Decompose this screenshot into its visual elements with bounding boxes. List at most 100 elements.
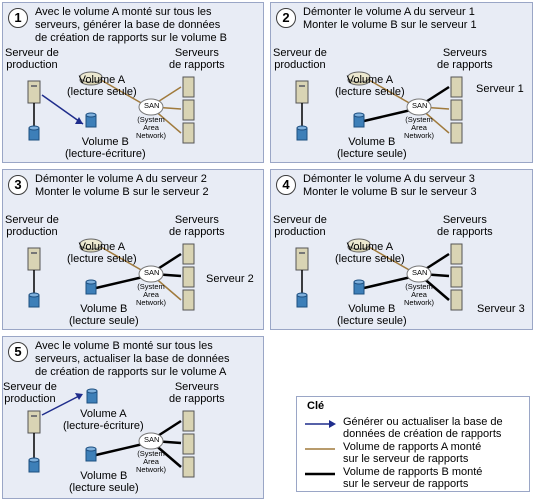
production-database-icon	[28, 457, 40, 473]
legend-brown-line-icon	[305, 448, 335, 450]
step-title: Démonter le volume A du serveur 3 Monter…	[303, 173, 477, 198]
report-server-icons	[182, 410, 195, 478]
production-database-icon	[296, 125, 308, 141]
report-server-icons	[182, 76, 195, 144]
volume-a-label: Volume A (lecture seule)	[67, 74, 137, 98]
highlighted-server-label: Serveur 2	[206, 273, 254, 285]
production-server-label: Serveur de production	[273, 47, 327, 71]
report-server-icons	[182, 243, 195, 311]
volume-b-link	[363, 275, 412, 290]
san-cloud-icon	[406, 98, 432, 116]
volume-b-link	[363, 108, 412, 123]
volume-a-icon	[79, 71, 103, 86]
production-server-icon	[27, 80, 41, 104]
step-2-panel: 2 Démonter le volume A du serveur 1 Mont…	[270, 2, 533, 163]
san-cloud-icon	[138, 265, 164, 283]
step-number: 4	[276, 175, 296, 195]
legend-item-generate: Générer ou actualiser la base de données…	[343, 416, 503, 440]
report-servers-label: Serveurs de rapports	[437, 47, 493, 71]
step-title: Démonter le volume A du serveur 1 Monter…	[303, 6, 477, 31]
volume-b-icon	[353, 112, 365, 128]
volume-a-icon	[347, 71, 371, 86]
volume-a-icon	[86, 388, 98, 404]
volume-b-link	[95, 275, 144, 290]
production-server-icon	[295, 80, 309, 104]
san-sublabel: (System Area Network)	[136, 115, 167, 140]
production-server-icon	[295, 247, 309, 271]
report-servers-label: Serveurs de rapports	[169, 381, 225, 405]
step-title: Avec le volume A monté sur tous les serv…	[35, 6, 227, 44]
step-1-panel: 1 Avec le volume A monté sur tous les se…	[2, 2, 264, 163]
volume-b-icon	[85, 112, 97, 128]
volume-a-icon	[79, 238, 103, 253]
volume-a-icon	[347, 238, 371, 253]
step-4-panel: 4 Démonter le volume A du serveur 3 Mont…	[270, 169, 533, 330]
legend: Clé Générer ou actualiser la base de don…	[296, 396, 530, 492]
volume-a-label: Volume A (lecture seule)	[335, 241, 405, 265]
volume-a-label: Volume A (lecture seule)	[335, 74, 405, 98]
production-database-icon	[296, 292, 308, 308]
production-server-icon	[27, 247, 41, 271]
legend-black-line-icon	[305, 472, 335, 476]
volume-b-label: Volume B (lecture seule)	[337, 136, 407, 160]
production-server-icon	[27, 410, 41, 434]
report-servers-label: Serveurs de rapports	[169, 214, 225, 238]
report-servers-label: Serveurs de rapports	[169, 47, 225, 71]
report-servers-label: Serveurs de rapports	[437, 214, 493, 238]
step-number: 1	[8, 8, 28, 28]
step-number: 5	[8, 342, 28, 362]
legend-item-volume-a: Volume de rapports A monté sur le serveu…	[343, 441, 482, 465]
san-cloud-icon	[138, 98, 164, 116]
highlighted-server-label: Serveur 1	[476, 83, 524, 95]
production-server-label: Serveur de production	[5, 214, 59, 238]
volume-a-label: Volume A (lecture seule)	[67, 241, 137, 265]
step-1-diagram	[27, 71, 195, 144]
volume-b-icon	[85, 279, 97, 295]
highlighted-server-label: Serveur 3	[477, 303, 525, 315]
step-2-diagram	[295, 71, 463, 144]
legend-item-volume-b: Volume de rapports B monté sur le serveu…	[343, 466, 483, 490]
step-3-diagram	[27, 238, 195, 311]
volume-b-label: Volume B (lecture seule)	[69, 470, 139, 494]
generate-arrowhead	[75, 117, 83, 124]
volume-b-link	[95, 442, 144, 457]
volume-b-icon	[353, 279, 365, 295]
san-sublabel: (System Area Network)	[136, 282, 167, 307]
san-label: SAN	[412, 268, 428, 277]
volume-a-label: Volume A (lecture-écriture)	[63, 408, 144, 432]
volume-b-label: Volume B (lecture seule)	[69, 303, 139, 327]
report-server-icons	[450, 76, 463, 144]
volume-b-icon	[85, 446, 97, 462]
generate-arrow-line	[41, 94, 84, 125]
volume-a-link	[100, 79, 144, 105]
legend-arrow-icon	[305, 420, 336, 428]
refresh-arrow-line	[41, 394, 82, 416]
san-label: SAN	[144, 268, 160, 277]
production-server-label: Serveur de production	[5, 47, 59, 71]
san-sublabel: (System Area Network)	[136, 449, 167, 474]
volume-b-label: Volume B (lecture-écriture)	[65, 136, 146, 160]
san-cloud-icon	[138, 432, 164, 450]
step-3-panel: 3 Démonter le volume A du serveur 2 Mont…	[2, 169, 264, 330]
step-4-diagram	[295, 238, 463, 311]
san-label: SAN	[412, 101, 428, 110]
step-number: 2	[276, 8, 296, 28]
san-cloud-icon	[406, 265, 432, 283]
step-title: Avec le volume B monté sur tous les serv…	[35, 340, 230, 378]
san-sublabel: (System Area Network)	[404, 115, 435, 140]
step-number: 3	[8, 175, 28, 195]
step-5-diagram	[27, 388, 195, 478]
step-5-panel: 5 Avec le volume B monté sur tous les se…	[2, 336, 264, 499]
report-server-icons	[450, 243, 463, 311]
san-label: SAN	[144, 435, 160, 444]
step-title: Démonter le volume A du serveur 2 Monter…	[35, 173, 209, 198]
production-database-icon	[28, 292, 40, 308]
volume-b-label: Volume B (lecture seule)	[337, 303, 407, 327]
refresh-arrowhead	[75, 393, 83, 400]
legend-title: Clé	[307, 400, 325, 412]
production-server-label: Serveur de production	[3, 381, 57, 405]
production-server-label: Serveur de production	[273, 214, 327, 238]
san-label: SAN	[144, 101, 160, 110]
production-database-icon	[28, 125, 40, 141]
san-sublabel: (System Area Network)	[404, 282, 435, 307]
